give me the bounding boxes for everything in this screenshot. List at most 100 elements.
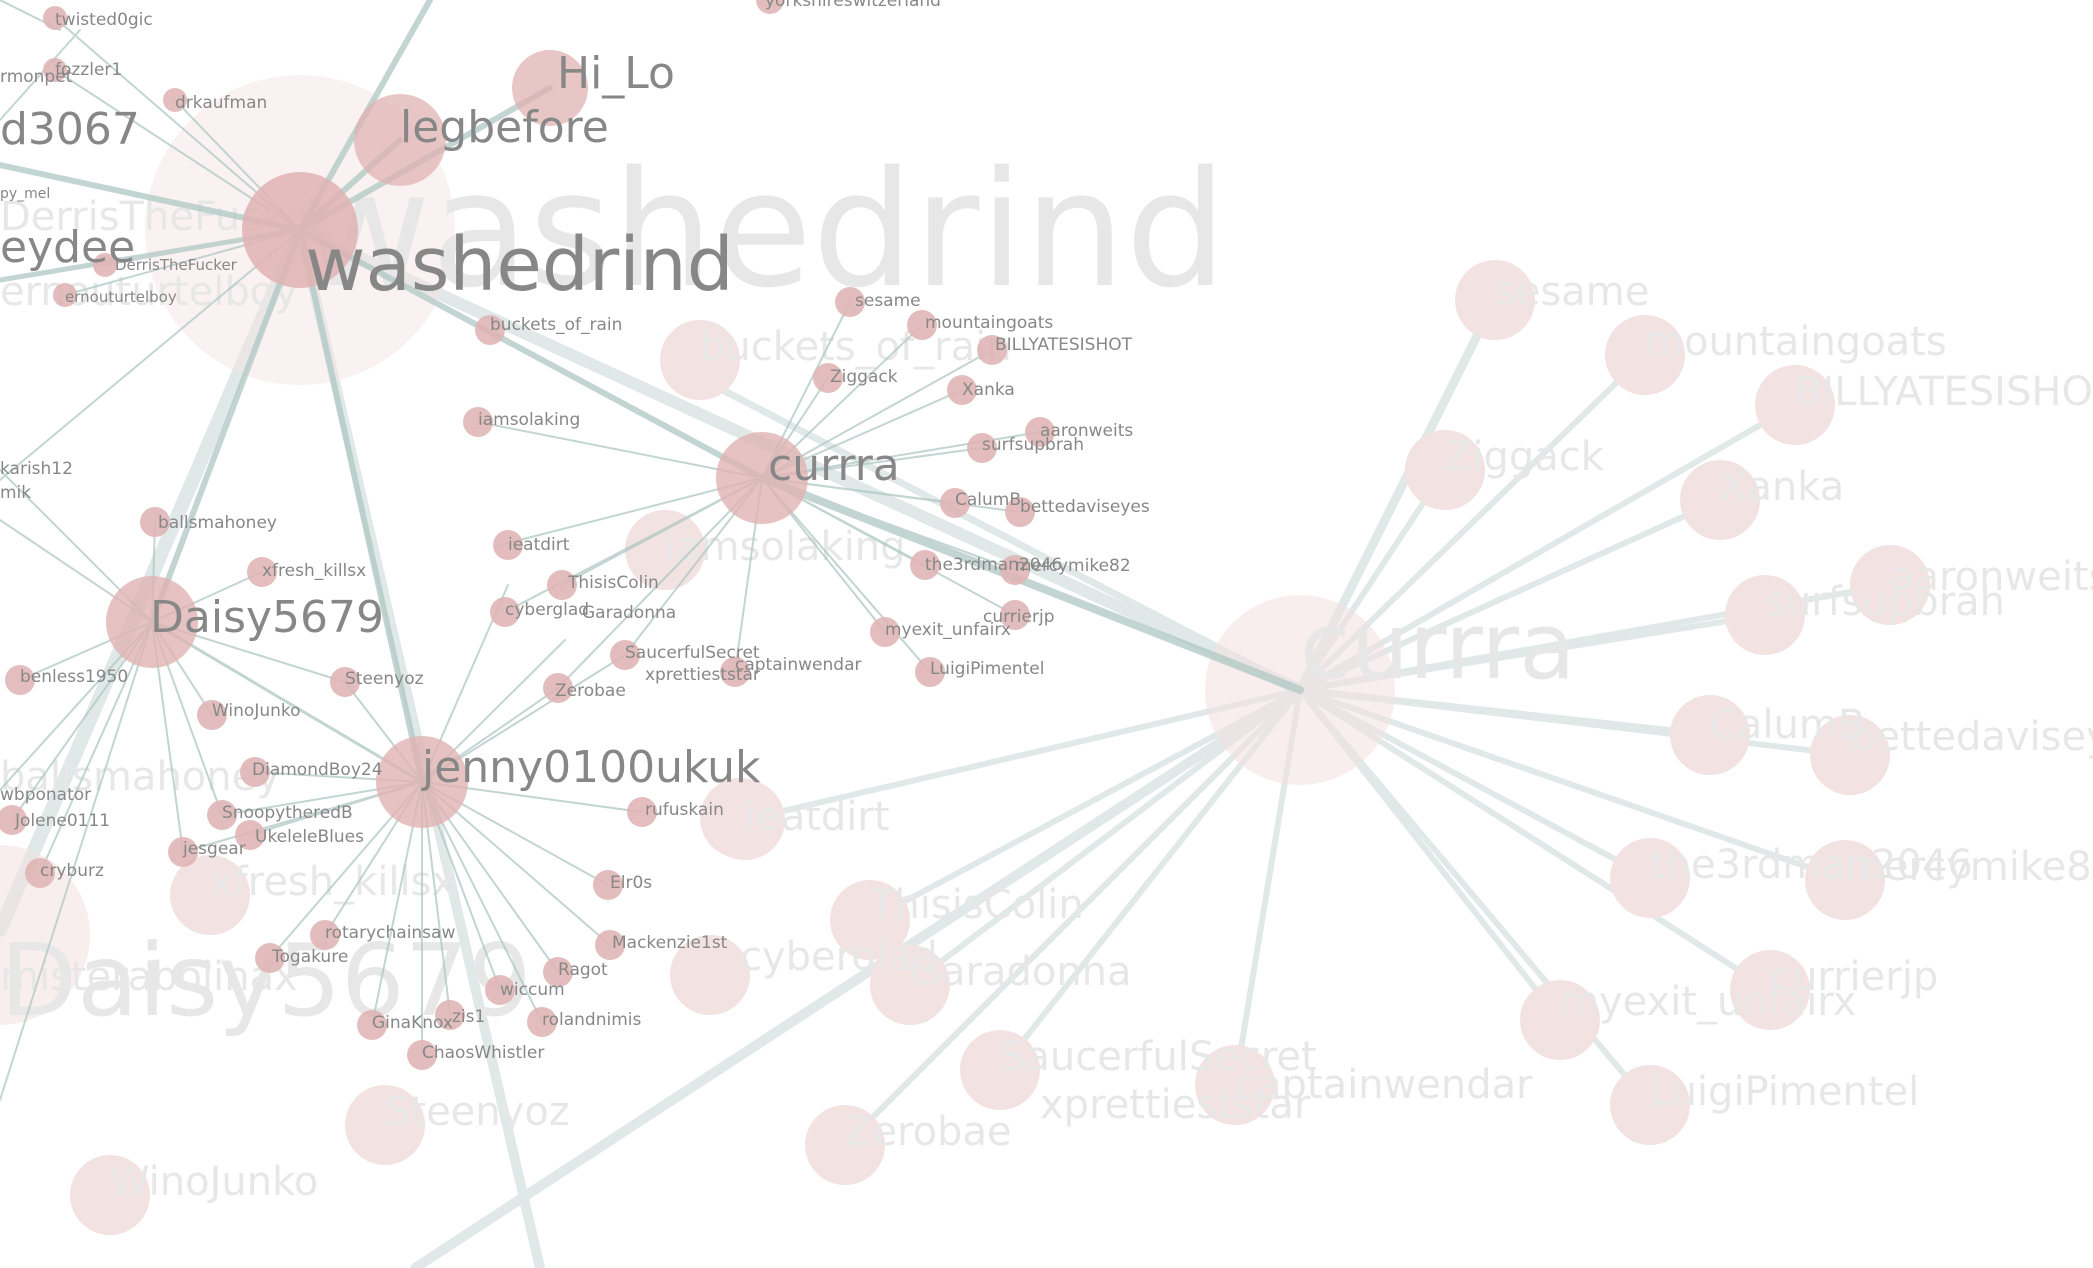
node[interactable] bbox=[168, 837, 198, 867]
label-buckets-of-rain: buckets_of_rain bbox=[490, 315, 622, 335]
node[interactable] bbox=[627, 797, 657, 827]
node bbox=[660, 320, 740, 400]
node[interactable] bbox=[25, 858, 55, 888]
node[interactable] bbox=[543, 957, 573, 987]
node[interactable] bbox=[53, 283, 77, 307]
node[interactable] bbox=[870, 617, 900, 647]
node[interactable] bbox=[1000, 555, 1030, 585]
node[interactable] bbox=[463, 407, 493, 437]
node[interactable] bbox=[813, 363, 843, 393]
node[interactable] bbox=[240, 757, 270, 787]
node[interactable] bbox=[0, 805, 27, 835]
zoomed-label-currierjp: currierjp bbox=[1770, 954, 1938, 1000]
node[interactable] bbox=[490, 597, 520, 627]
node[interactable] bbox=[475, 315, 505, 345]
node[interactable] bbox=[197, 700, 227, 730]
node[interactable] bbox=[310, 920, 340, 950]
node[interactable] bbox=[357, 1010, 387, 1040]
label-hi-lo: Hi_Lo bbox=[557, 48, 675, 99]
zoomed-label-ernouturtelboy: ernouturtelboy bbox=[0, 269, 298, 315]
node[interactable] bbox=[947, 375, 977, 405]
node[interactable] bbox=[720, 657, 750, 687]
label-fozzler1: fozzler1 bbox=[55, 60, 122, 80]
node bbox=[170, 855, 250, 935]
label-winojunko: WinoJunko bbox=[212, 701, 301, 721]
node[interactable] bbox=[940, 488, 970, 518]
node[interactable] bbox=[235, 820, 265, 850]
label-py-mel: py_mel bbox=[0, 186, 50, 202]
node[interactable] bbox=[527, 1007, 557, 1037]
node bbox=[830, 880, 910, 960]
node bbox=[870, 945, 950, 1025]
node[interactable] bbox=[140, 507, 170, 537]
edge bbox=[1297, 687, 1853, 758]
zoomed-label-bettedaviseyes: bettedaviseyes bbox=[1850, 714, 2093, 760]
node[interactable] bbox=[547, 570, 577, 600]
edge bbox=[149, 227, 303, 625]
node[interactable] bbox=[543, 673, 573, 703]
node-jenny0100ukuk[interactable] bbox=[376, 736, 468, 828]
node[interactable] bbox=[967, 433, 997, 463]
zoomed-label-ieatdirt: ieatdirt bbox=[745, 794, 890, 840]
edge bbox=[997, 687, 1303, 1073]
node[interactable] bbox=[756, 0, 784, 14]
node[interactable] bbox=[493, 530, 523, 560]
edge bbox=[410, 685, 1305, 1268]
zoomed-label-xprettieststar: xprettieststar bbox=[1040, 1082, 1311, 1128]
node[interactable] bbox=[1005, 497, 1035, 527]
label-ukuleleblues: UkeleleBlues bbox=[255, 827, 364, 847]
label-steenyoz: Steenyoz bbox=[345, 669, 424, 689]
node[interactable] bbox=[595, 930, 625, 960]
node[interactable] bbox=[435, 1000, 465, 1030]
node-daisy5679[interactable] bbox=[106, 576, 198, 668]
label-luigipimentel: LuigiPimentel bbox=[930, 659, 1044, 679]
node[interactable] bbox=[407, 1040, 437, 1070]
label-togakure: Togakure bbox=[271, 947, 348, 967]
node[interactable] bbox=[330, 667, 360, 697]
node bbox=[625, 510, 705, 590]
node[interactable] bbox=[207, 800, 237, 830]
node[interactable] bbox=[593, 870, 623, 900]
zoomed-label-iamsolaking: iamsolaking bbox=[665, 524, 906, 570]
node[interactable] bbox=[915, 657, 945, 687]
zoomed-label-the3rdman2046: the3rdman2046 bbox=[1650, 842, 1973, 888]
label-currra: currra bbox=[768, 440, 900, 491]
label-karish12: karish12 bbox=[0, 459, 73, 479]
node[interactable] bbox=[907, 310, 937, 340]
node[interactable] bbox=[910, 550, 940, 580]
node-hi-lo[interactable] bbox=[512, 50, 588, 126]
label-aaronweits: aaronweits bbox=[1040, 421, 1133, 441]
zoomed-label-billyatesishot: BILLYATESISHOT bbox=[1795, 369, 2093, 415]
label-cyberglad: cyberglad bbox=[505, 600, 589, 620]
node[interactable] bbox=[5, 665, 35, 695]
node[interactable] bbox=[93, 253, 117, 277]
node[interactable] bbox=[255, 943, 285, 973]
node[interactable] bbox=[835, 287, 865, 317]
label-bettedaviseyes: bettedaviseyes bbox=[1020, 497, 1150, 517]
node[interactable] bbox=[247, 557, 277, 587]
node-currra[interactable] bbox=[716, 432, 808, 524]
node bbox=[805, 1105, 885, 1185]
node[interactable] bbox=[1000, 600, 1030, 630]
node[interactable] bbox=[43, 6, 67, 30]
label-the3rdman2046: the3rdman2046 bbox=[925, 555, 1062, 575]
zoomed-label-ballsmahoney: ballsmahoney bbox=[0, 754, 280, 800]
label-washedrind: washedrind bbox=[305, 222, 734, 308]
node[interactable] bbox=[610, 640, 640, 670]
label-ieatdirt: ieatdirt bbox=[508, 535, 570, 555]
label-xanka: Xanka bbox=[962, 380, 1015, 400]
node[interactable] bbox=[1025, 417, 1055, 447]
node bbox=[345, 1085, 425, 1165]
node-washedrind[interactable] bbox=[242, 172, 358, 288]
label-iamsolaking: iamsolaking bbox=[478, 410, 580, 430]
zoomed-label-xfresh: xfresh_killsx bbox=[210, 859, 455, 905]
edge bbox=[1297, 467, 1448, 693]
node[interactable] bbox=[43, 58, 67, 82]
node[interactable] bbox=[163, 88, 187, 112]
node-legbefore[interactable] bbox=[354, 94, 446, 186]
node bbox=[670, 935, 750, 1015]
node bbox=[1850, 545, 1930, 625]
label-captainwendar: captainwendar bbox=[735, 655, 861, 675]
node[interactable] bbox=[977, 335, 1007, 365]
node[interactable] bbox=[485, 975, 515, 1005]
